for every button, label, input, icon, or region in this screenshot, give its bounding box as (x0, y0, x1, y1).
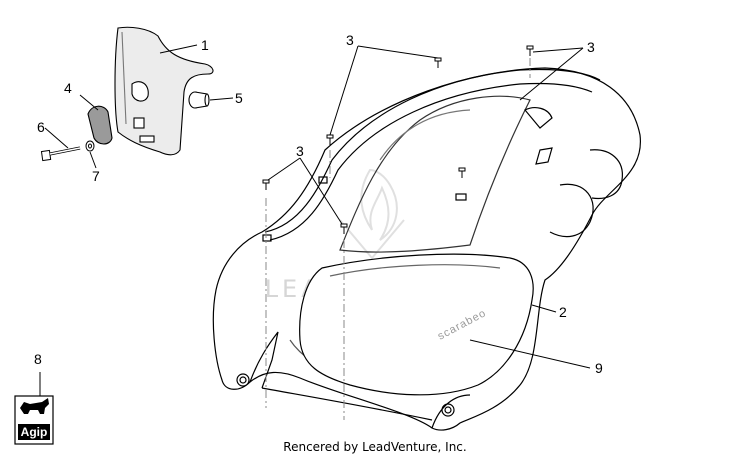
screw-icon (262, 179, 270, 190)
bolt-icon (40, 146, 81, 162)
washer-icon (85, 140, 95, 152)
front-shield-body (212, 67, 641, 431)
callout-9: 9 (595, 360, 603, 376)
agip-logo: Agip (14, 395, 54, 445)
callout-3-top-right: 3 (587, 39, 595, 55)
credit-line: Rencered by LeadVenture, Inc. (283, 440, 467, 454)
callout-8: 8 (34, 351, 42, 367)
six-legged-dog-icon (20, 398, 49, 414)
screw-icon-group (262, 45, 534, 234)
agip-logo-text: Agip (21, 425, 48, 439)
screw-icon (340, 223, 348, 234)
screw-icon (434, 57, 442, 68)
callout-1: 1 (201, 37, 209, 53)
screw-icon (526, 45, 534, 56)
callout-4: 4 (64, 80, 72, 96)
leader-lines (39, 44, 591, 396)
callout-2: 2 (559, 304, 567, 320)
watermark-flame-icon (339, 168, 405, 260)
front-panel (299, 253, 534, 396)
callout-3-left: 3 (296, 143, 304, 159)
grommet-icon (188, 91, 210, 109)
callout-6: 6 (37, 119, 45, 135)
callout-5: 5 (235, 90, 243, 106)
callout-3-top-center: 3 (346, 32, 354, 48)
callout-7: 7 (92, 168, 100, 184)
bracket-cover (114, 26, 214, 156)
clip-icon (87, 105, 113, 145)
mounting-axis-lines (265, 58, 531, 420)
screw-icon (458, 167, 466, 178)
